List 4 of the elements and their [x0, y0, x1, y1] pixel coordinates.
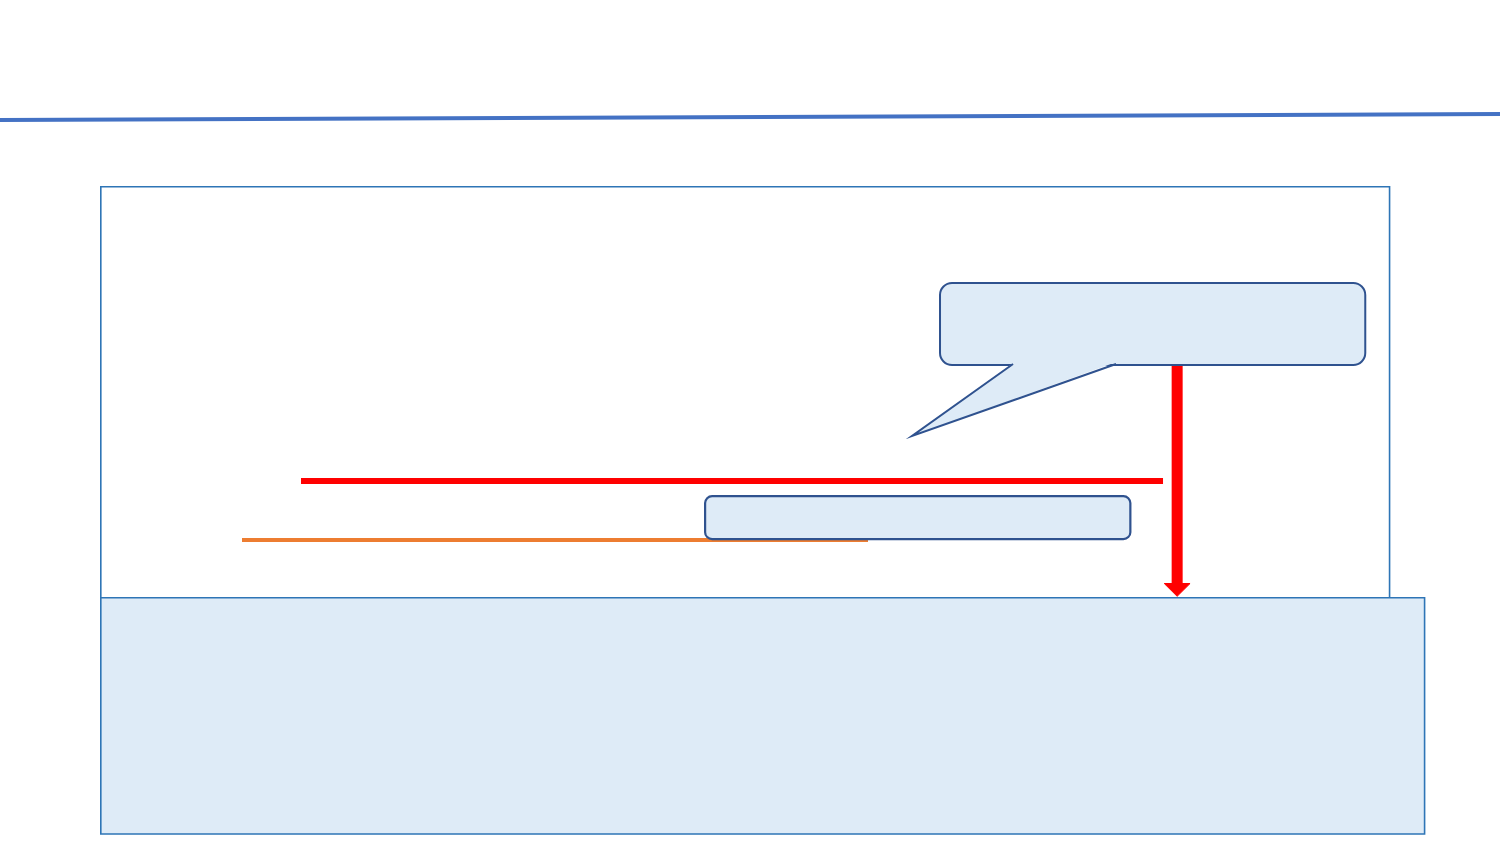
- speech-bubble: [905, 282, 1367, 440]
- rounded-box: [704, 495, 1132, 541]
- panel: [100, 597, 1426, 835]
- block-arrow: [1163, 366, 1191, 597]
